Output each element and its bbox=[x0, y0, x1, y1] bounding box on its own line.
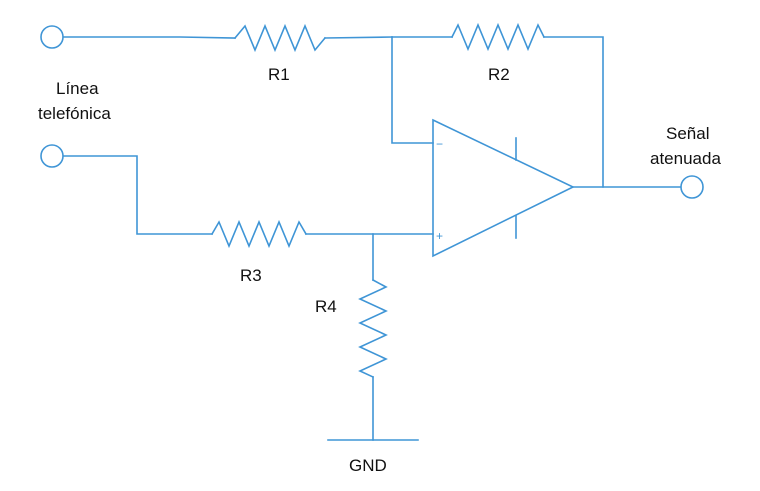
wire-inverting-input bbox=[391, 36, 434, 144]
wire-input-top bbox=[62, 36, 236, 39]
label-r1: R1 bbox=[268, 65, 290, 84]
wire-r1-node bbox=[324, 36, 393, 39]
opamp-minus-sign: − bbox=[436, 137, 443, 151]
label-ground: GND bbox=[349, 456, 387, 475]
opamp-triangle bbox=[432, 118, 575, 258]
terminal-input-bottom bbox=[40, 144, 64, 168]
resistor-r3 bbox=[210, 219, 308, 249]
label-output-line2: atenuada bbox=[650, 149, 721, 168]
wire-input-bottom bbox=[62, 155, 213, 235]
label-output-line1: Señal bbox=[666, 124, 709, 143]
resistor-r1 bbox=[233, 23, 327, 53]
label-r3: R3 bbox=[240, 266, 262, 285]
label-input-line2: telefónica bbox=[38, 104, 111, 123]
opamp-plus-sign: + bbox=[436, 229, 443, 243]
label-input-line1: Línea bbox=[56, 79, 99, 98]
resistor-r2 bbox=[450, 22, 546, 52]
resistor-r4 bbox=[358, 278, 388, 379]
label-r2: R2 bbox=[488, 65, 510, 84]
wire-r2-output bbox=[543, 36, 604, 188]
label-r4: R4 bbox=[315, 297, 337, 316]
terminal-input-top bbox=[40, 25, 64, 49]
terminal-output bbox=[680, 175, 704, 199]
